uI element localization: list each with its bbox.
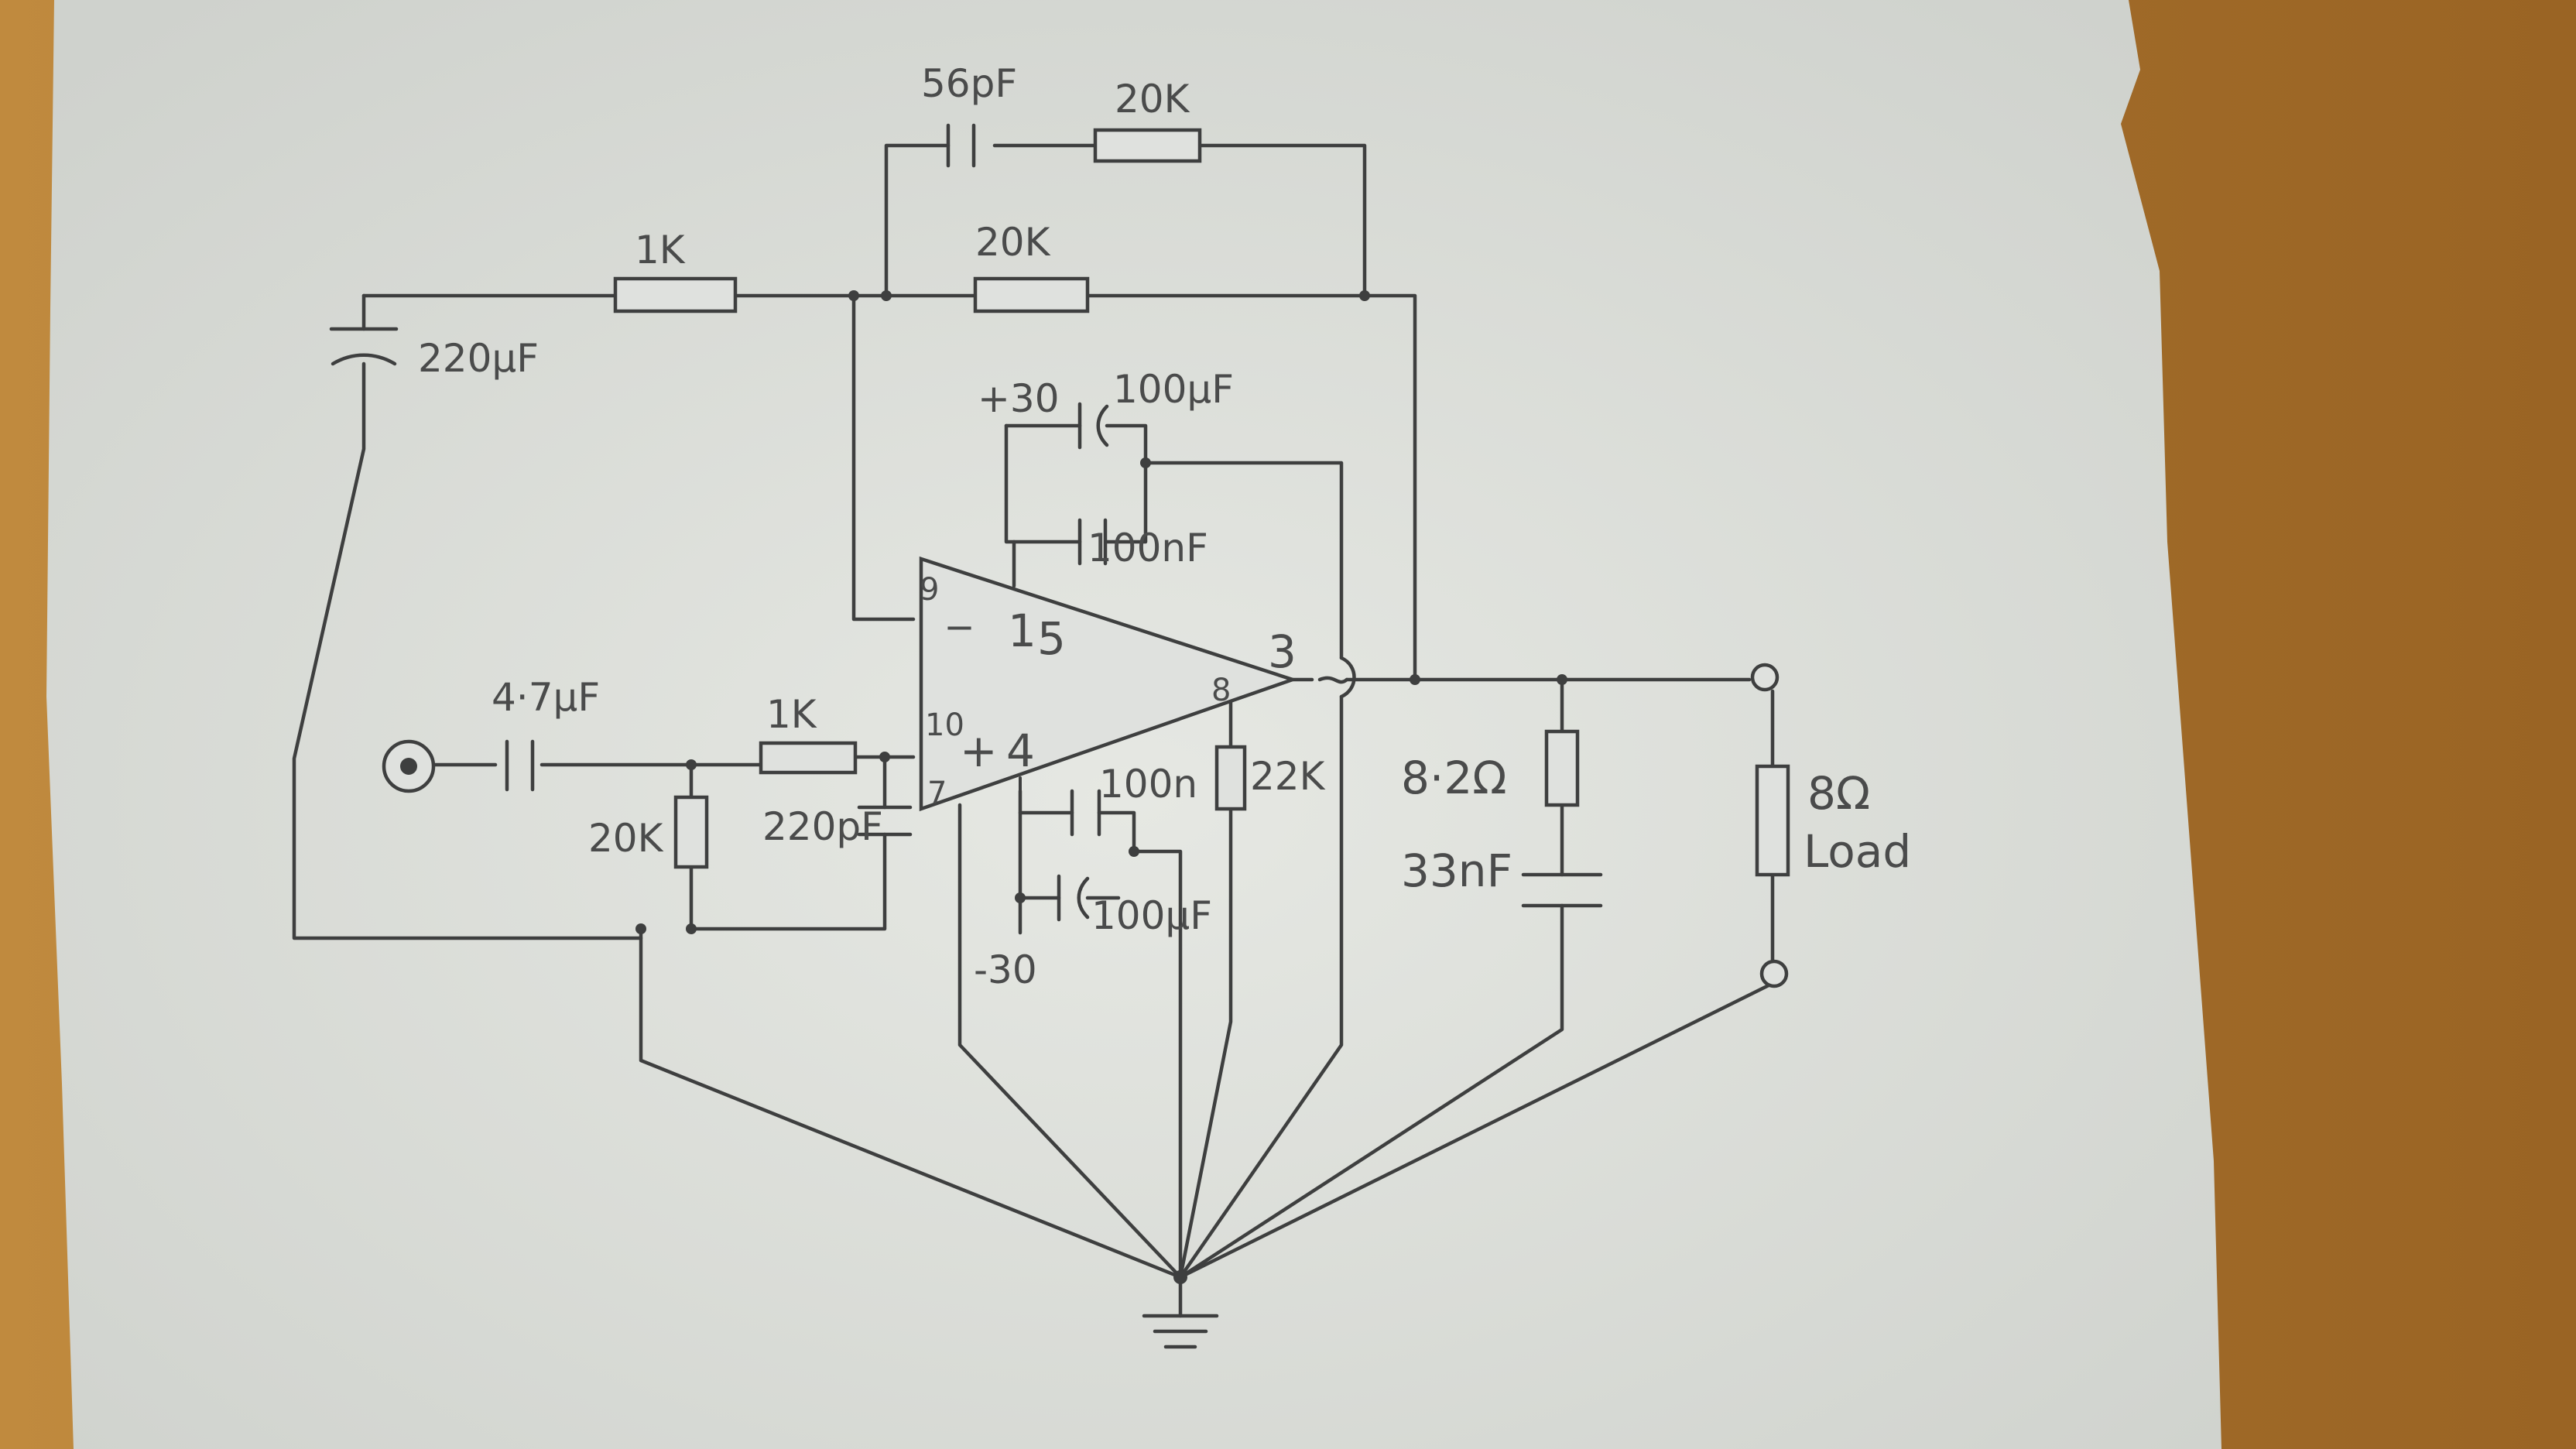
capacitor-100uf-top-label: 100µF xyxy=(1113,367,1234,412)
capacitor-33nf-label: 33nF xyxy=(1401,844,1512,897)
opamp-triangle xyxy=(919,556,1299,812)
junction-dots xyxy=(635,290,1567,1284)
capacitor-4-7uf-label: 4·7µF xyxy=(492,675,600,720)
resistor-22k: 22K xyxy=(1214,745,1326,811)
resistor-20k-mid: 20K xyxy=(973,220,1090,313)
load-text-label: Load xyxy=(1804,825,1911,878)
capacitor-100uf-bottom-label: 100µF xyxy=(1091,893,1212,938)
wires xyxy=(292,143,1775,1349)
supply-positive-label: +30 xyxy=(978,376,1060,421)
capacitor-220uf-label: 220µF xyxy=(418,336,539,381)
supply-decoupling-top: +30 100µF 100nF xyxy=(978,367,1234,570)
resistor-1k-feedback-label: 1K xyxy=(635,228,686,272)
resistor-8-2-ohm-label: 8·2Ω xyxy=(1401,752,1507,804)
resistor-1k-input: 1K xyxy=(759,692,858,775)
capacitor-100n-bottom-label: 100n xyxy=(1099,762,1197,807)
capacitor-56pf-label: 56pF xyxy=(921,61,1017,106)
resistor-20k-top: 20K xyxy=(1093,77,1202,163)
opamp-pin-8: 8 xyxy=(1211,673,1231,708)
resistor-20k-input: 20K xyxy=(588,795,709,869)
opamp-pin-3: 3 xyxy=(1268,625,1297,678)
opamp-pin-7: 7 xyxy=(927,776,947,811)
opamp-plus-sign: + xyxy=(960,724,998,777)
resistor-1k-input-label: 1K xyxy=(766,692,817,737)
resistor-1k-feedback: 1K xyxy=(613,228,738,313)
load-value-label: 8Ω xyxy=(1807,767,1870,820)
capacitor-220pf-label: 220pF xyxy=(762,804,883,849)
capacitor-4-7uf-input: 4·7µF xyxy=(492,675,600,792)
opamp-pin-4: 4 xyxy=(1006,724,1035,777)
opamp: 9 _ 1 5 3 8 10 + 4 7 xyxy=(919,556,1299,812)
capacitor-220uf-feedback: 220µF xyxy=(329,327,539,381)
input-jack-icon xyxy=(382,739,436,793)
speaker-load: 8Ω Load xyxy=(1750,663,1911,988)
capacitor-56pf: 56pF xyxy=(921,61,1017,168)
resistor-22k-label: 22K xyxy=(1250,754,1326,799)
opamp-minus-sign: _ xyxy=(947,577,971,630)
capacitor-100nf-top-label: 100nF xyxy=(1088,526,1208,570)
output-terminal-top xyxy=(1750,663,1780,692)
supply-negative-label: -30 xyxy=(974,947,1037,992)
resistor-20k-input-label: 20K xyxy=(588,816,664,861)
resistor-20k-top-label: 20K xyxy=(1115,77,1190,122)
resistor-20k-mid-label: 20K xyxy=(975,220,1051,265)
output-terminal-bottom xyxy=(1759,959,1789,988)
capacitor-220pf-input: 220pF xyxy=(762,804,913,849)
zobel-network: 8·2Ω 33nF xyxy=(1401,729,1603,908)
opamp-pin-5: 5 xyxy=(1037,612,1066,665)
opamp-pin-10: 10 xyxy=(925,707,964,743)
supply-decoupling-bottom: 100n 100µF -30 xyxy=(974,762,1212,992)
opamp-pin-9: 9 xyxy=(920,572,939,608)
opamp-pin-1: 1 xyxy=(1008,605,1036,657)
